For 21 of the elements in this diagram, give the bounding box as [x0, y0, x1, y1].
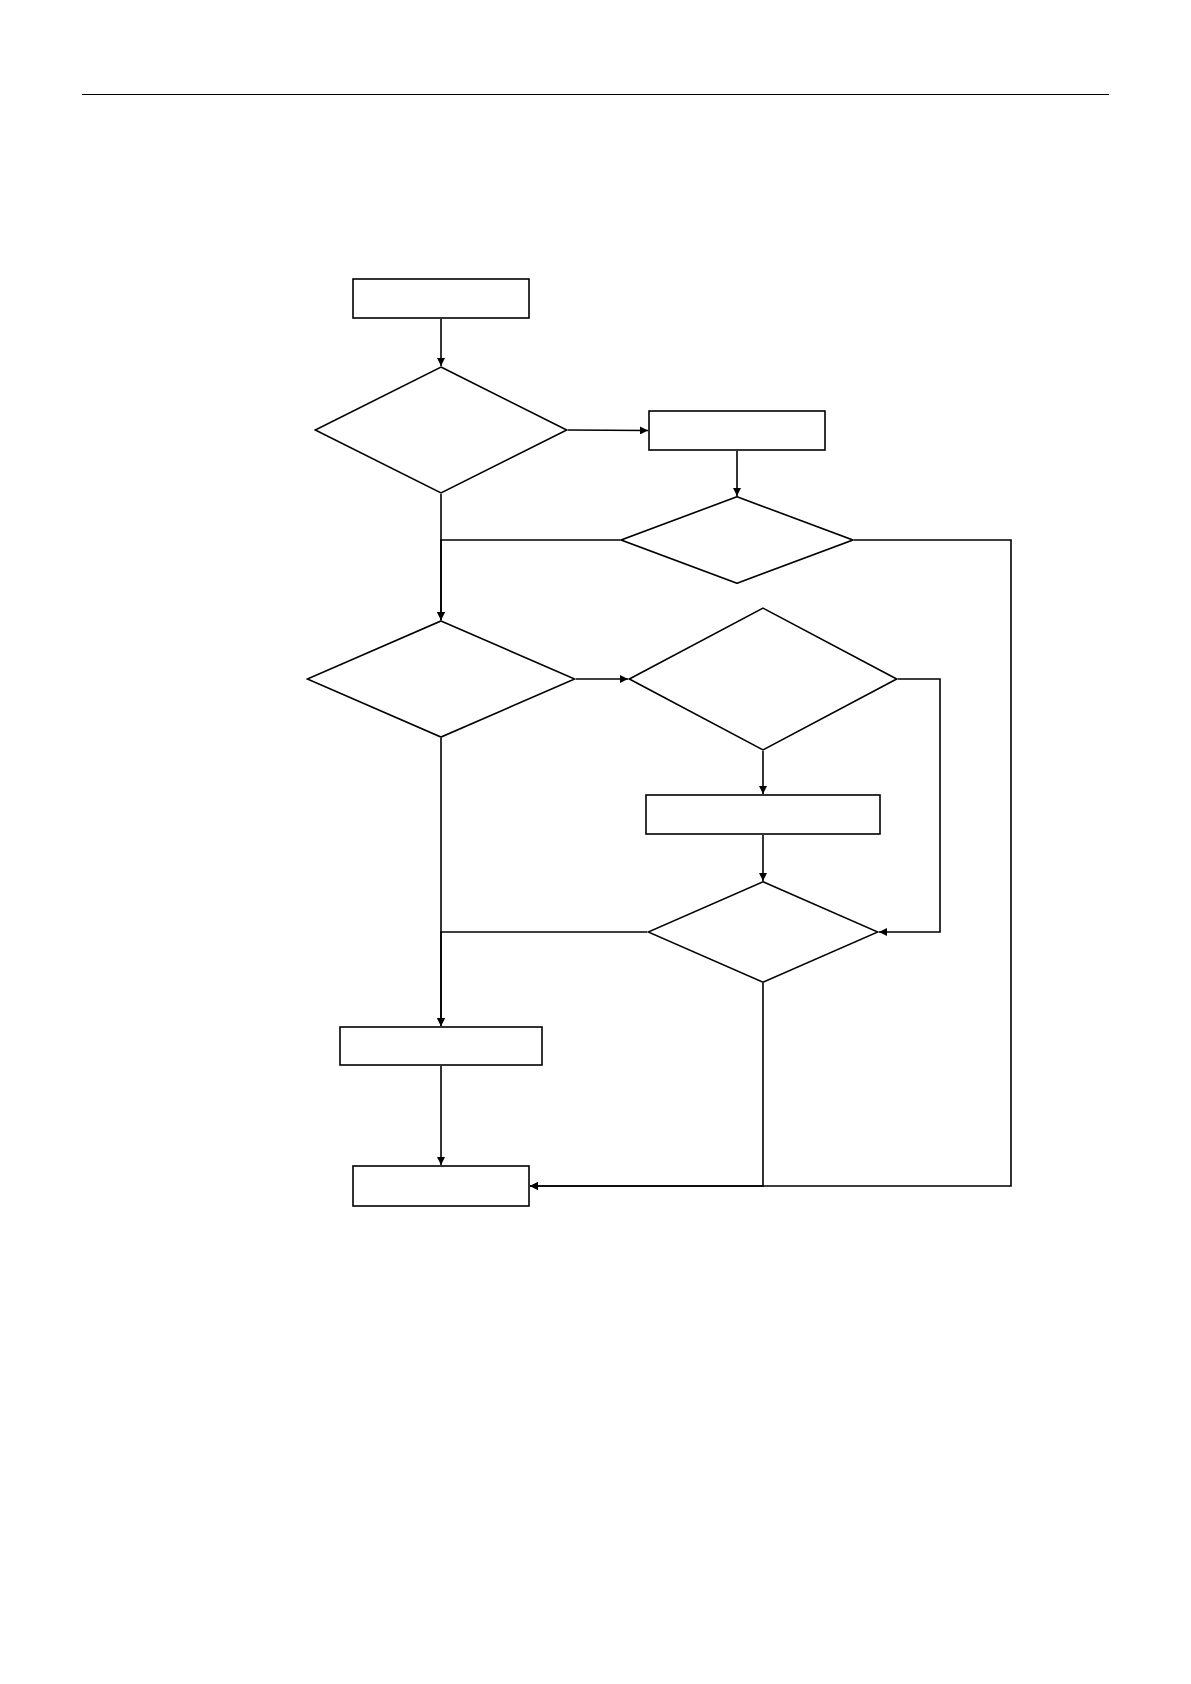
process-box: [339, 1026, 543, 1066]
decision-diamond: [314, 366, 568, 494]
decision-diamond: [628, 607, 898, 751]
arrow: [759, 834, 767, 882]
process-box: [645, 794, 881, 835]
arrow: [733, 450, 741, 497]
process-box: [352, 278, 530, 319]
arrow: [529, 982, 764, 1190]
process-box: [648, 410, 826, 451]
decision-diamond: [620, 496, 854, 584]
arrow: [575, 675, 629, 683]
decision-diamond: [647, 881, 879, 983]
arrow: [567, 426, 649, 435]
arrow: [437, 493, 445, 621]
arrow: [437, 318, 445, 367]
arrow: [759, 750, 767, 795]
process-box: [352, 1165, 530, 1207]
arrow: [437, 1065, 445, 1166]
arrow: [878, 678, 941, 936]
arrow: [437, 737, 445, 1027]
decision-diamond: [306, 620, 576, 738]
